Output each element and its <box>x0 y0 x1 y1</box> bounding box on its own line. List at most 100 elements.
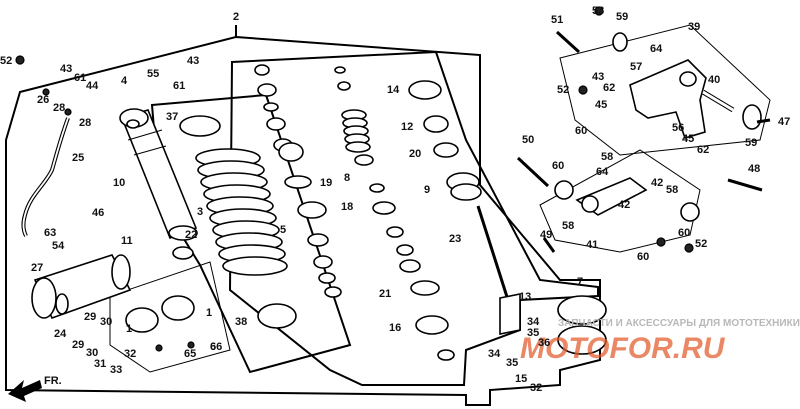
callout-60: 60 <box>552 160 564 172</box>
watermark: ЗАПЧАСТИ И АКСЕССУАРЫ ДЛЯ МОТОТЕХНИКИ MO… <box>520 318 800 365</box>
callout-52: 52 <box>0 55 12 67</box>
callout-10: 10 <box>113 177 125 189</box>
callout-26: 26 <box>37 94 49 106</box>
callout-35: 35 <box>527 327 539 339</box>
callout-32: 32 <box>124 348 136 360</box>
hose-25 <box>21 117 70 237</box>
callout-29: 29 <box>72 339 84 351</box>
callout-12: 12 <box>401 121 413 133</box>
piston-stack <box>334 66 521 361</box>
callout-37: 37 <box>166 111 178 123</box>
callout-30: 30 <box>100 316 112 328</box>
callout-60: 60 <box>637 251 649 263</box>
group-outline-2 <box>5 25 601 406</box>
watermark-logo: MOTOFOR.RU <box>520 332 726 365</box>
callout-1: 1 <box>206 307 212 319</box>
callout-65: 65 <box>184 348 196 360</box>
coil-spring-3 <box>195 148 288 276</box>
callout-16: 16 <box>389 322 401 334</box>
callout-32: 32 <box>530 382 542 394</box>
washer-stack-5 <box>254 64 342 298</box>
callout-63: 63 <box>44 227 56 239</box>
callout-4: 4 <box>121 75 128 87</box>
callout-36: 36 <box>538 337 550 349</box>
callout-28: 28 <box>53 102 65 114</box>
callout-56: 56 <box>672 122 684 134</box>
callout-49: 49 <box>540 229 552 241</box>
front-label: FR. <box>44 375 62 387</box>
callout-3: 3 <box>197 206 203 218</box>
callout-51: 51 <box>551 14 563 26</box>
callout-47: 47 <box>778 116 790 128</box>
bolts <box>15 6 771 352</box>
callout-34: 34 <box>488 348 501 360</box>
callout-66: 66 <box>210 341 222 353</box>
callout-52: 52 <box>557 84 569 96</box>
callout-8: 8 <box>344 172 350 184</box>
connecting-rod-41 <box>554 177 700 222</box>
callout-13: 13 <box>519 291 531 303</box>
callout-44: 44 <box>86 80 99 92</box>
callout-52: 52 <box>695 238 707 250</box>
cushion-arm-39 <box>612 32 762 139</box>
lock-ring-7 <box>557 295 607 355</box>
callout-43: 43 <box>592 71 604 83</box>
callout-21: 21 <box>379 288 391 300</box>
callout-55: 55 <box>147 68 159 80</box>
callout-23: 23 <box>449 233 461 245</box>
callout-45: 45 <box>682 133 694 145</box>
callout-35: 35 <box>506 357 518 369</box>
callout-31: 31 <box>94 358 106 370</box>
callout-60: 60 <box>678 227 690 239</box>
callout-64: 64 <box>650 43 663 55</box>
callout-25: 25 <box>72 152 84 164</box>
callout-43: 43 <box>60 63 72 75</box>
callout-58: 58 <box>562 220 574 232</box>
group-outline-41 <box>539 149 701 253</box>
callout-64: 64 <box>596 166 609 178</box>
callout-62: 62 <box>697 144 709 156</box>
callout-61: 61 <box>173 80 185 92</box>
callout-29: 29 <box>84 311 96 323</box>
callout-57: 57 <box>630 61 642 73</box>
front-direction-arrow: FR. <box>8 375 62 402</box>
callout-33: 33 <box>110 364 122 376</box>
callout-11: 11 <box>121 235 133 247</box>
callout-58: 58 <box>666 184 678 196</box>
callout-42: 42 <box>651 177 663 189</box>
callout-39: 39 <box>688 21 700 33</box>
callout-40: 40 <box>708 74 720 86</box>
group-outline-1 <box>109 261 231 373</box>
callout-38: 38 <box>235 316 247 328</box>
callout-34: 34 <box>527 316 540 328</box>
callout-60: 60 <box>575 125 587 137</box>
watermark-caption: ЗАПЧАСТИ И АКСЕССУАРЫ ДЛЯ МОТОТЕХНИКИ <box>558 318 800 329</box>
callout-24: 24 <box>54 328 67 340</box>
callout-42: 42 <box>618 199 630 211</box>
group-outline-39 <box>559 24 771 156</box>
callout-27: 27 <box>31 262 43 274</box>
bands-1 <box>125 295 195 333</box>
callout-48: 48 <box>748 163 760 175</box>
callout-41: 41 <box>586 239 598 251</box>
callout-1: 1 <box>126 323 132 335</box>
callout-22: 22 <box>185 229 197 241</box>
callout-53: 53 <box>592 5 604 17</box>
callout-43: 43 <box>187 55 199 67</box>
callout-19: 19 <box>320 177 332 189</box>
callout-58: 58 <box>601 151 613 163</box>
callout-59: 59 <box>616 11 628 23</box>
reservoir-46 <box>31 254 132 320</box>
callout-30: 30 <box>86 347 98 359</box>
callout-50: 50 <box>522 134 534 146</box>
callout-7: 7 <box>577 276 583 288</box>
shock-absorber-10 <box>119 108 198 241</box>
callout-20: 20 <box>409 148 421 160</box>
callout-2: 2 <box>233 11 239 23</box>
spring-seats <box>172 115 297 329</box>
callout-14: 14 <box>387 84 400 96</box>
callout-5: 5 <box>280 224 286 236</box>
callout-9: 9 <box>424 184 430 196</box>
callout-45: 45 <box>595 99 607 111</box>
